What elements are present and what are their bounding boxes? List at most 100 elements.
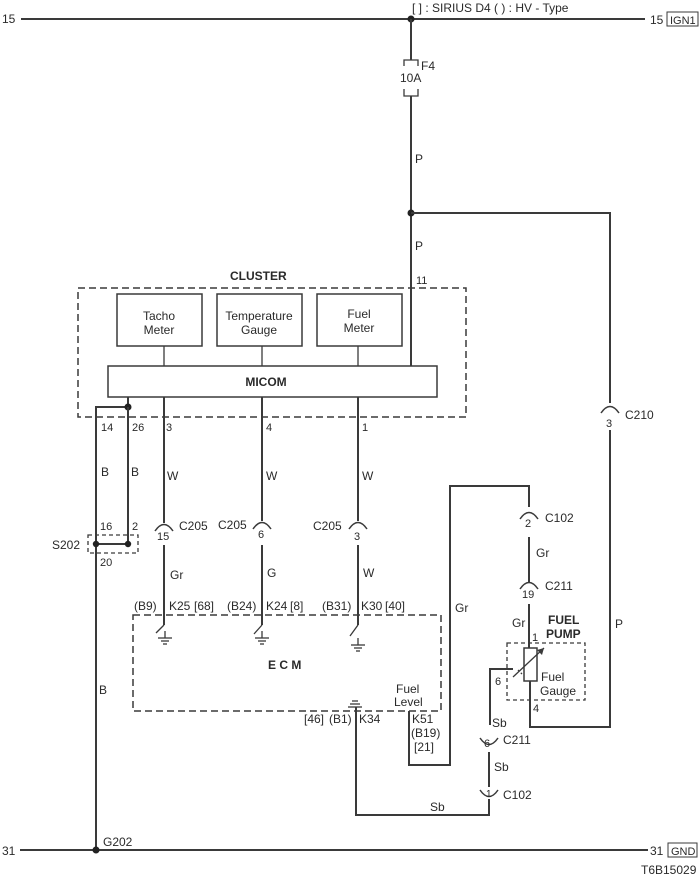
ecm-switch-ground-k25: [155, 624, 172, 645]
ecm-pin-46: [46]: [304, 712, 324, 726]
ground-g202-label: G202: [103, 835, 133, 849]
wire-color-p1: P: [415, 152, 423, 166]
rail-15-left-label: 15: [2, 12, 16, 26]
wire-color-g1: G: [267, 566, 276, 580]
cluster-title: CLUSTER: [230, 269, 287, 283]
wire-color-w4: W: [363, 566, 375, 580]
connector-c211-6-symbol: [479, 737, 499, 746]
splice-dot-right: [124, 540, 132, 548]
ecm-pin-b19: (B19): [411, 726, 440, 740]
cluster-pin-26: 26: [132, 422, 144, 434]
cluster-pin-14: 14: [101, 422, 113, 434]
ecm-pin-21: [21]: [414, 740, 434, 754]
ground-g202-dot: [92, 846, 100, 854]
c211a-label: C211: [545, 579, 573, 593]
wire-color-sb2: Sb: [494, 760, 509, 774]
micom-box: MICOM: [107, 365, 438, 398]
ecm-pin-b1: (B1): [329, 712, 352, 726]
fuel-pump-title-2: PUMP: [546, 627, 581, 641]
cluster-pin-1: 1: [362, 422, 368, 434]
svg-text:Gauge: Gauge: [241, 323, 277, 337]
rail-15-right-label: 15: [650, 13, 664, 27]
wire-color-gr1: Gr: [170, 568, 183, 582]
splice-pin-20: 20: [100, 557, 112, 569]
ecm-pin-b24: (B24): [227, 599, 256, 613]
cluster-pin-11: 11: [416, 275, 427, 287]
cluster-boundary: [77, 287, 467, 418]
fuel-gauge-label-1: Fuel: [541, 670, 564, 684]
wire-color-gr4: Gr: [512, 616, 525, 630]
ecm-ground-k34: [348, 700, 362, 708]
c211a-pin: 19: [522, 589, 534, 601]
gnd-tag: GND: [667, 842, 698, 858]
splice-s202-boundary: [87, 534, 139, 554]
fuse-rating: 10A: [400, 71, 421, 85]
fuel-pump-pin-1: 1: [532, 632, 538, 644]
svg-text:Tacho: Tacho: [143, 309, 175, 323]
fuel-pump-title-1: FUEL: [548, 613, 579, 627]
tacho-meter-box: Tacho Meter: [116, 293, 203, 347]
cluster-pin-3: 3: [166, 422, 172, 434]
fuel-gauge-label-2: Gauge: [540, 684, 576, 698]
svg-text:Temperature: Temperature: [225, 309, 293, 323]
c205c-label: C205: [313, 519, 342, 533]
c205a-pin: 15: [157, 531, 169, 543]
connector-c211-19-symbol: [519, 581, 539, 590]
fuel-meter-box: Fuel Meter: [316, 293, 403, 347]
fuel-pump-pin-6: 6: [495, 676, 501, 688]
connector-c205-6-symbol: [252, 521, 272, 530]
c205b-label: C205: [218, 518, 247, 532]
wire-color-sb1: Sb: [492, 716, 507, 730]
wire-color-sb3: Sb: [430, 800, 445, 814]
wire-color-b1: B: [101, 465, 109, 479]
sb-wire-k34: [355, 707, 490, 816]
c102b-label: C102: [503, 788, 532, 802]
connector-c102-1-symbol: [479, 789, 499, 798]
splice-pin-16: 16: [100, 521, 112, 533]
ecm-pin-b9: (B9): [134, 599, 157, 613]
ecm-pin-8: [8]: [290, 599, 303, 613]
ecm-pin-b31: (B31): [322, 599, 351, 613]
b-wire-pin14: [95, 397, 129, 850]
ecm-switch-ground-k30: [349, 624, 365, 652]
svg-text:Meter: Meter: [344, 321, 375, 335]
connector-c205-3-symbol: [348, 521, 368, 530]
wire-color-w2: W: [266, 469, 278, 483]
wire-color-p3: P: [615, 617, 623, 631]
svg-text:Meter: Meter: [144, 323, 175, 337]
c210-label: C210: [625, 408, 654, 422]
ecm-pin-k51: K51: [412, 712, 434, 726]
svg-text:Fuel: Fuel: [347, 307, 370, 321]
wire-color-b3: B: [99, 683, 107, 697]
c205a-label: C205: [179, 519, 208, 533]
ecm-pin-k25: K25: [169, 599, 191, 613]
c205c-pin: 3: [354, 531, 360, 543]
c102a-label: C102: [545, 511, 574, 525]
fuel-gauge-rheostat-symbol: [512, 647, 545, 682]
ecm-title: E C M: [268, 658, 301, 672]
svg-text:MICOM: MICOM: [245, 375, 286, 389]
fuel-pump-pin-4: 4: [533, 703, 539, 715]
c210-pin: 3: [606, 418, 612, 430]
c205b-pin: 6: [258, 529, 264, 541]
connector-c210-symbol: [600, 405, 620, 414]
c102a-pin: 2: [525, 518, 531, 530]
ecm-pin-k30: K30: [361, 599, 383, 613]
c211b-pin: 6: [484, 738, 490, 750]
splice-dot-left: [92, 540, 100, 548]
wire-color-gr2: Gr: [455, 601, 468, 615]
ign1-tag: IGN1: [666, 11, 699, 27]
c102b-pin: 1: [486, 789, 492, 800]
svg-text:GND: GND: [671, 846, 696, 858]
connector-c102-2-symbol: [519, 511, 539, 520]
gr-wire-fuel-level: [408, 485, 530, 766]
figure-id: T6B15029: [641, 863, 697, 877]
splice-pin-2: 2: [132, 521, 138, 533]
wire-color-p2: P: [415, 239, 423, 253]
fuel-level-label-2: Level: [394, 695, 423, 709]
cluster-pin-4: 4: [266, 422, 272, 434]
svg-text:IGN1: IGN1: [670, 15, 696, 27]
fuel-level-label-1: Fuel: [396, 682, 419, 696]
ecm-pin-k34: K34: [359, 712, 381, 726]
